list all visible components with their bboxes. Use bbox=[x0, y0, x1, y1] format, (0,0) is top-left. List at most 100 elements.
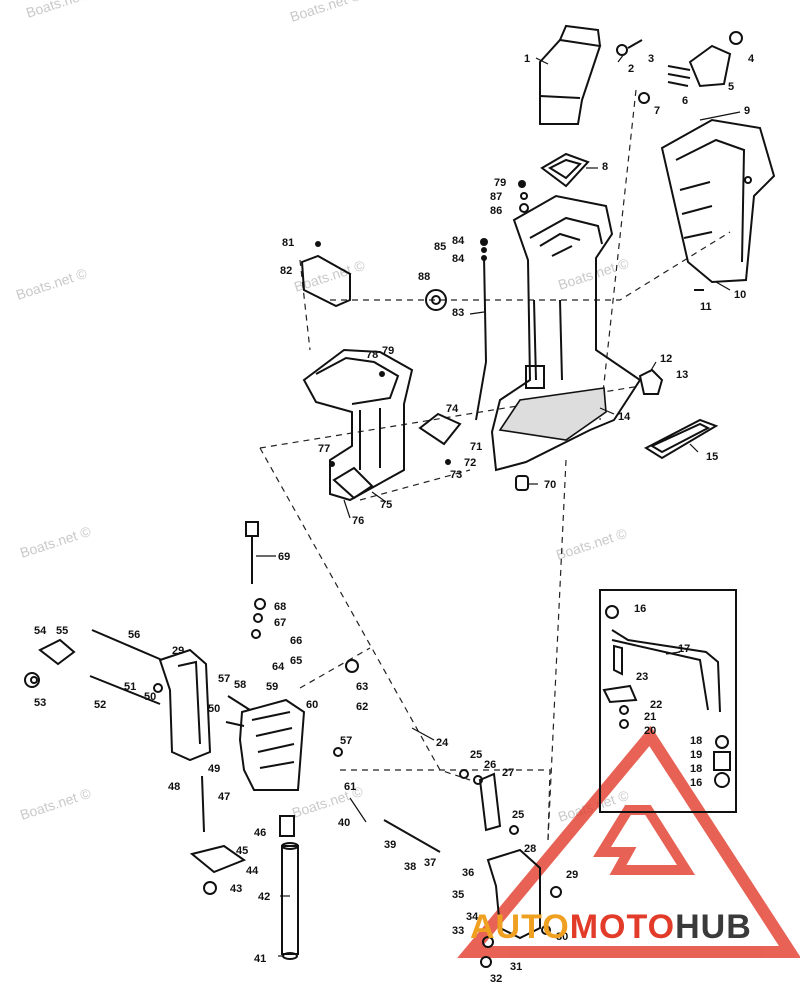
part-nut-53 bbox=[24, 672, 40, 688]
callout-57a: 57 bbox=[218, 673, 230, 685]
callout-77: 77 bbox=[318, 443, 330, 455]
logo-hub: HUB bbox=[675, 908, 752, 946]
logo-auto: AUTO bbox=[470, 908, 570, 946]
callout-71: 71 bbox=[470, 441, 482, 453]
callout-73: 73 bbox=[450, 469, 462, 481]
callout-29b: 29 bbox=[172, 645, 184, 657]
part-dowel bbox=[515, 475, 529, 491]
part-block bbox=[418, 412, 462, 446]
callout-21: 21 bbox=[644, 711, 656, 723]
watermark-6: Boats.net © bbox=[18, 523, 93, 561]
part-bolt-47 bbox=[201, 775, 205, 833]
callout-67: 67 bbox=[274, 617, 286, 629]
callout-37: 37 bbox=[424, 857, 436, 869]
callout-65: 65 bbox=[290, 655, 302, 667]
callout-45: 45 bbox=[236, 845, 248, 857]
callout-59: 59 bbox=[266, 681, 278, 693]
part-swivel-bracket bbox=[225, 695, 306, 791]
callout-84b: 84 bbox=[452, 253, 465, 265]
callout-26: 26 bbox=[484, 759, 496, 771]
callout-6: 6 bbox=[682, 95, 688, 107]
part-clamp-screw bbox=[91, 629, 163, 661]
small-hardware bbox=[30, 180, 562, 968]
callout-1: 1 bbox=[524, 53, 530, 65]
callout-3: 3 bbox=[648, 53, 654, 65]
callout-48: 48 bbox=[168, 781, 180, 793]
callout-56: 56 bbox=[128, 629, 140, 641]
callout-57b: 57 bbox=[340, 735, 352, 747]
callout-23: 23 bbox=[636, 671, 648, 683]
callout-79a: 79 bbox=[494, 177, 506, 189]
part-bushing bbox=[425, 289, 448, 311]
watermark-2: Boats.net © bbox=[288, 0, 363, 25]
callout-20: 20 bbox=[644, 725, 656, 737]
watermark-1: Boats.net © bbox=[24, 0, 99, 21]
watermark-5: Boats.net © bbox=[556, 255, 631, 293]
callout-44: 44 bbox=[246, 865, 259, 877]
callout-40: 40 bbox=[338, 817, 350, 829]
parts-grommet-set bbox=[616, 31, 743, 104]
callout-86: 86 bbox=[490, 205, 502, 217]
callout-55: 55 bbox=[56, 625, 68, 637]
callout-29: 29 bbox=[566, 869, 578, 881]
callout-74: 74 bbox=[446, 403, 459, 415]
part-adapter-plate bbox=[302, 348, 414, 502]
part-clamp bbox=[189, 844, 247, 874]
callout-10: 10 bbox=[734, 289, 746, 301]
callout-17: 17 bbox=[678, 643, 690, 655]
part-rubber-mount bbox=[638, 368, 664, 395]
part-water-tube bbox=[539, 24, 602, 125]
automotohub-logo: AUTOMOTOHUB bbox=[470, 908, 752, 947]
callout-72: 72 bbox=[464, 457, 476, 469]
callout-54: 54 bbox=[34, 625, 47, 637]
callout-27: 27 bbox=[502, 767, 514, 779]
callout-52: 52 bbox=[94, 699, 106, 711]
callout-84a: 84 bbox=[452, 235, 465, 247]
callout-4: 4 bbox=[748, 53, 755, 65]
callout-49: 49 bbox=[208, 763, 220, 775]
part-seal-ring bbox=[643, 418, 719, 460]
callout-13: 13 bbox=[676, 369, 688, 381]
callout-60: 60 bbox=[306, 699, 318, 711]
callout-46: 46 bbox=[254, 827, 266, 839]
callout-47: 47 bbox=[218, 791, 230, 803]
callout-83: 83 bbox=[452, 307, 464, 319]
callout-16b: 16 bbox=[690, 777, 702, 789]
callout-79b: 79 bbox=[382, 345, 394, 357]
callout-24: 24 bbox=[436, 737, 449, 749]
callout-5: 5 bbox=[728, 81, 734, 93]
callout-75: 75 bbox=[380, 499, 392, 511]
callout-labels: 1 2 3 4 5 6 7 8 9 10 11 12 13 14 15 16 1… bbox=[34, 53, 755, 985]
callout-19: 19 bbox=[690, 749, 702, 761]
part-pivot-rod bbox=[383, 819, 441, 853]
logo-moto: MOTO bbox=[569, 908, 676, 946]
part-mount bbox=[300, 254, 351, 308]
callout-70: 70 bbox=[544, 479, 556, 491]
callout-25a: 25 bbox=[470, 749, 482, 761]
callout-62: 62 bbox=[356, 701, 368, 713]
callout-39: 39 bbox=[384, 839, 396, 851]
callout-7: 7 bbox=[654, 105, 660, 117]
leader-lines bbox=[256, 53, 741, 957]
callout-85: 85 bbox=[434, 241, 446, 253]
callout-53: 53 bbox=[34, 697, 46, 709]
callout-16a: 16 bbox=[634, 603, 646, 615]
callout-2: 2 bbox=[628, 63, 634, 75]
callout-50: 50 bbox=[208, 703, 220, 715]
watermark-3: Boats.net © bbox=[14, 265, 89, 303]
callout-69: 69 bbox=[278, 551, 290, 563]
callout-14: 14 bbox=[618, 411, 631, 423]
part-lever bbox=[38, 638, 76, 666]
callout-34: 34 bbox=[466, 911, 479, 923]
callout-78: 78 bbox=[366, 349, 378, 361]
callout-88: 88 bbox=[418, 271, 430, 283]
callout-63: 63 bbox=[356, 681, 368, 693]
callout-11: 11 bbox=[700, 301, 712, 313]
part-cover bbox=[660, 118, 776, 291]
callout-22: 22 bbox=[650, 699, 662, 711]
callout-43: 43 bbox=[230, 883, 242, 895]
callout-76: 76 bbox=[352, 515, 364, 527]
callout-66: 66 bbox=[290, 635, 302, 647]
callout-35: 35 bbox=[452, 889, 464, 901]
